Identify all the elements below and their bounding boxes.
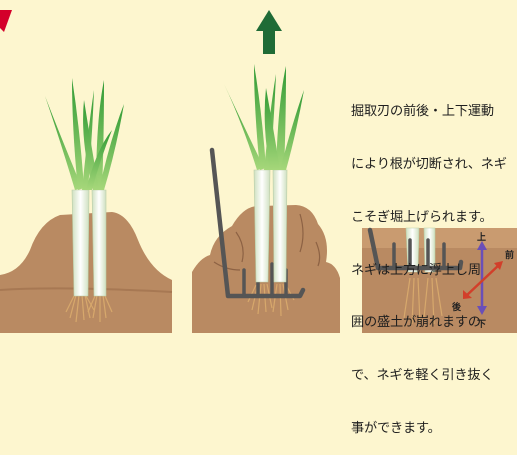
panel-detail: 上 下 前 後	[362, 227, 517, 333]
direction-back-label: 後	[452, 301, 462, 313]
excavator-blade-2	[209, 147, 306, 299]
leek-stalk	[71, 189, 90, 297]
leek-stalk	[253, 169, 271, 283]
roots-1	[65, 294, 113, 323]
description-line: 囲の盛土が崩れますの	[351, 315, 481, 331]
description-line: により根が切断され、ネギ	[351, 156, 507, 172]
direction-down-label: 下	[477, 319, 486, 330]
leek-1	[45, 78, 124, 297]
blade-teeth-detail	[392, 238, 446, 270]
direction-up-label: 上	[477, 231, 486, 243]
description-line: で、ネギを軽く引き抜く	[351, 368, 494, 384]
direction-indicator: 上 下 前 後	[452, 231, 514, 330]
panel-after	[192, 10, 340, 333]
description-line: ネギは上方に浮上し周	[351, 262, 481, 278]
description-text: 掘取刃の前後・上下運動 により根が切断され、ネギ こそぎ堀上げられます。 ネギは…	[351, 68, 517, 455]
direction-front-label: 前	[505, 249, 514, 261]
leek-stalk	[272, 169, 288, 283]
diagram-svg: 上 下 前 後	[0, 10, 517, 333]
leek-leaves	[45, 78, 124, 190]
description-line: 掘取刃の前後・上下運動	[351, 104, 494, 120]
leek-2	[224, 64, 304, 283]
panel-before	[0, 78, 173, 333]
leek-leaves	[224, 64, 304, 170]
red-corner-mark	[0, 10, 12, 32]
description-line: こそぎ堀上げられます。	[351, 209, 493, 225]
front-back-arrow-icon	[465, 263, 501, 297]
roots-detail	[403, 277, 443, 325]
description-line: 事ができます。	[351, 420, 441, 436]
diagram-stage: 上 下 前 後 掘取刃の前後・上下運動 により根が切断され、ネギ こそぎ堀上げら…	[0, 10, 517, 436]
up-arrow-icon	[256, 10, 282, 54]
excavator-blade-detail	[367, 227, 464, 271]
leek-stalk	[91, 189, 107, 297]
soil-cracks-2	[213, 213, 321, 271]
